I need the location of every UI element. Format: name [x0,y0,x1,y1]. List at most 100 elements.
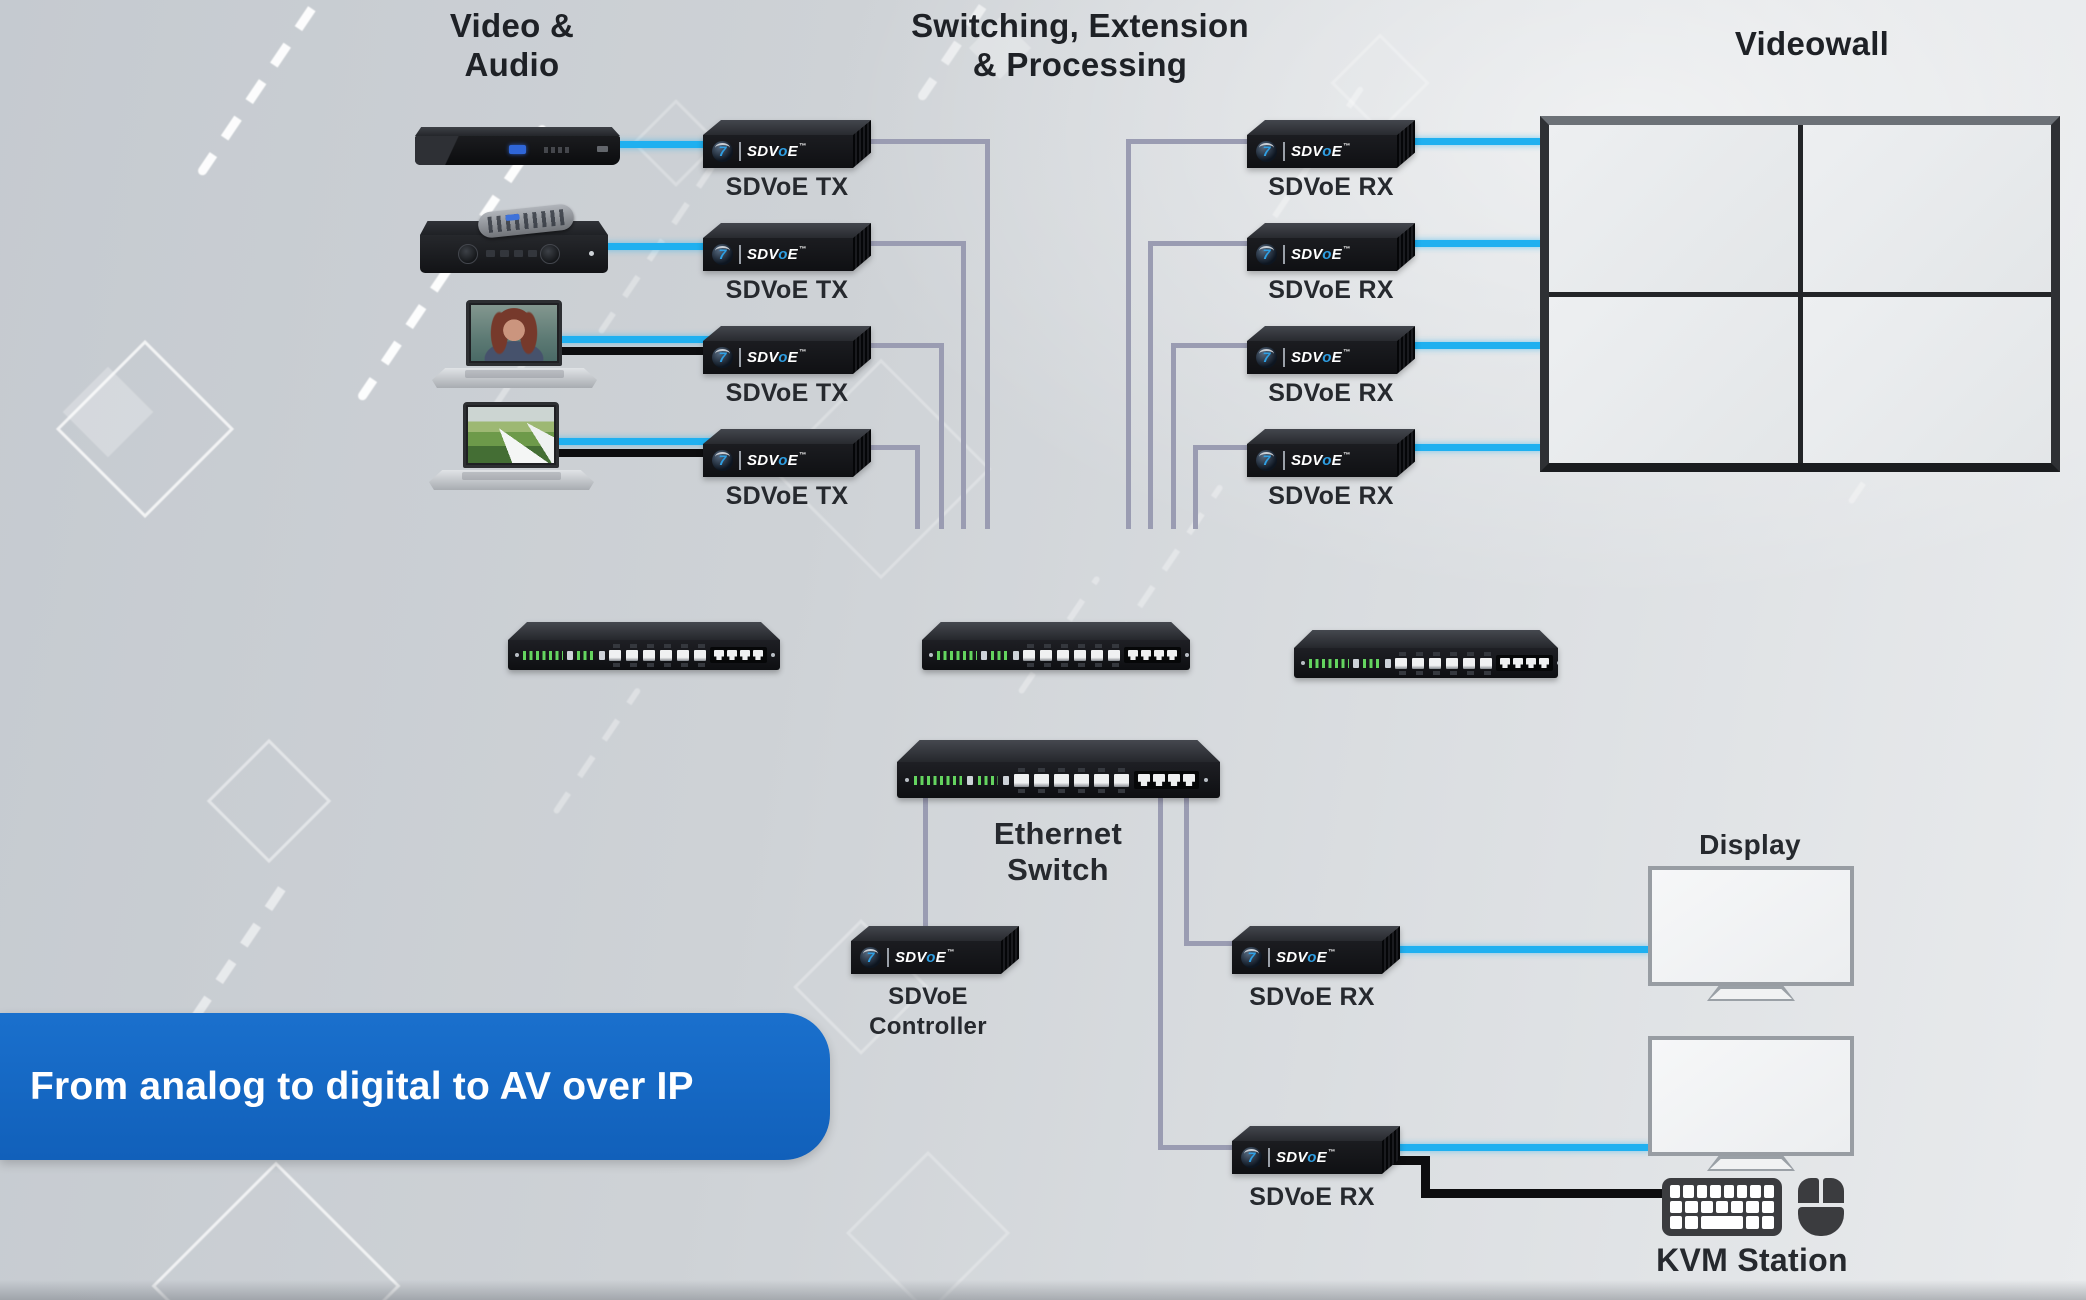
sdvoe-logo-text: SDVoE™ [1291,349,1351,366]
box-front: SDVoE™ [1247,341,1397,374]
led-bank [991,650,1009,660]
logo-divider [1283,348,1285,367]
box-top-face [703,120,871,135]
connector-line [850,241,966,246]
bluray-front [415,136,620,165]
sdvoe-tx-box-2: SDVoE™ [703,223,871,271]
display-monitor [1648,866,1854,986]
connector-line [915,445,920,529]
stb-power-led [589,251,594,256]
logo-divider [1283,245,1285,264]
sfp-ports [1023,643,1120,667]
sdvoe-logo-icon [712,141,733,162]
bluray-display-text [544,147,571,153]
sdvoe-logo-icon [712,347,733,368]
led-bank [1363,658,1381,668]
webcam-portrait-image [471,305,557,361]
sdvoe-logo-text: SDVoE™ [1291,452,1351,469]
mouse-right-button [1823,1178,1844,1203]
deco-diamond [151,1161,401,1300]
sdvoe-logo-text: SDVoE™ [747,246,807,263]
tx-label: SDVoE TX [725,276,849,304]
set-top-box [420,203,608,278]
rj45-ports [1124,647,1181,663]
av-link [1398,138,1546,145]
laptop-webcam-source [432,300,597,388]
rx-label: SDVoE RX [1268,173,1394,201]
ethernet-switch-label: Ethernet Switch [993,816,1123,887]
logo-divider [739,142,741,161]
tx-label: SDVoE TX [725,379,849,407]
sdvoe-logo-text: SDVoE™ [747,143,807,160]
port-icon [1353,658,1359,668]
sfp-ports [1395,651,1492,675]
sdvoe-logo-text: SDVoE™ [1276,1149,1336,1166]
box-side-vents [1397,120,1415,168]
sdvoe-logo-icon [860,947,881,968]
stb-knob [540,244,560,264]
connector-line [923,790,928,935]
ethernet-switch [897,740,1220,798]
status-led [1185,653,1189,657]
power-led [929,653,933,657]
switch-top-face [922,622,1190,640]
switch-front [897,762,1220,798]
bluray-logo-icon [509,145,527,154]
bluray-brand-mark [597,146,608,152]
sdvoe-rx-box-4: SDVoE™ [1247,429,1415,477]
port-icon [1013,650,1019,660]
connector-line [1148,241,1153,529]
mouse-left-button [1798,1178,1819,1203]
box-side-vents [1382,926,1400,974]
box-side-vents [1001,926,1019,974]
videowall-panel [1549,125,1798,292]
rx-display-label: SDVoE RX [1249,983,1375,1011]
sdvoe-tx-box-1: SDVoE™ [703,120,871,168]
sdvoe-rx-box-3: SDVoE™ [1247,326,1415,374]
connector-line [939,343,944,529]
box-top-face [1247,429,1415,444]
av-link [1398,342,1546,349]
sfp-ports [609,643,706,667]
logo-divider [739,245,741,264]
box-front: SDVoE™ [1232,941,1382,974]
usb-link [552,347,716,355]
connector-line [1126,139,1131,529]
laptop-landscape-source [429,402,594,490]
av-link [1398,240,1546,247]
sdvoe-logo-icon [712,450,733,471]
stb-button [500,250,509,257]
connector-line [1193,445,1198,529]
status-led [1204,778,1208,782]
sdvoe-logo-icon [712,244,733,265]
switch-front [1294,648,1558,678]
deco-dash [552,686,642,815]
box-side-vents [853,429,871,477]
mouse-icon [1798,1178,1844,1236]
kvm-cable [1378,1156,1430,1165]
sdvoe-controller-box: SDVoE™ [851,926,1019,974]
connector-line [961,241,966,529]
box-front: SDVoE™ [703,135,853,168]
av-link [520,336,716,343]
port-icon [981,650,987,660]
rj45-ports [710,647,767,663]
led-bank [577,650,595,660]
av-link [516,438,716,445]
box-front: SDVoE™ [1232,1141,1382,1174]
connector-line [1158,1145,1240,1150]
kvm-monitor [1648,1036,1854,1156]
sdvoe-rx-box-2: SDVoE™ [1247,223,1415,271]
deco-diamond [1330,33,1430,133]
monitor-stand [1707,986,1795,1001]
sdvoe-tx-box-3: SDVoE™ [703,326,871,374]
laptop-base [429,470,594,490]
box-top-face [1232,926,1400,941]
sdvoe-logo-text: SDVoE™ [1276,949,1336,966]
tx-label: SDVoE TX [725,482,849,510]
logo-divider [739,451,741,470]
status-led [771,653,775,657]
sdvoe-rx-box-1: SDVoE™ [1247,120,1415,168]
box-side-vents [1397,223,1415,271]
connector-line [1184,790,1189,946]
